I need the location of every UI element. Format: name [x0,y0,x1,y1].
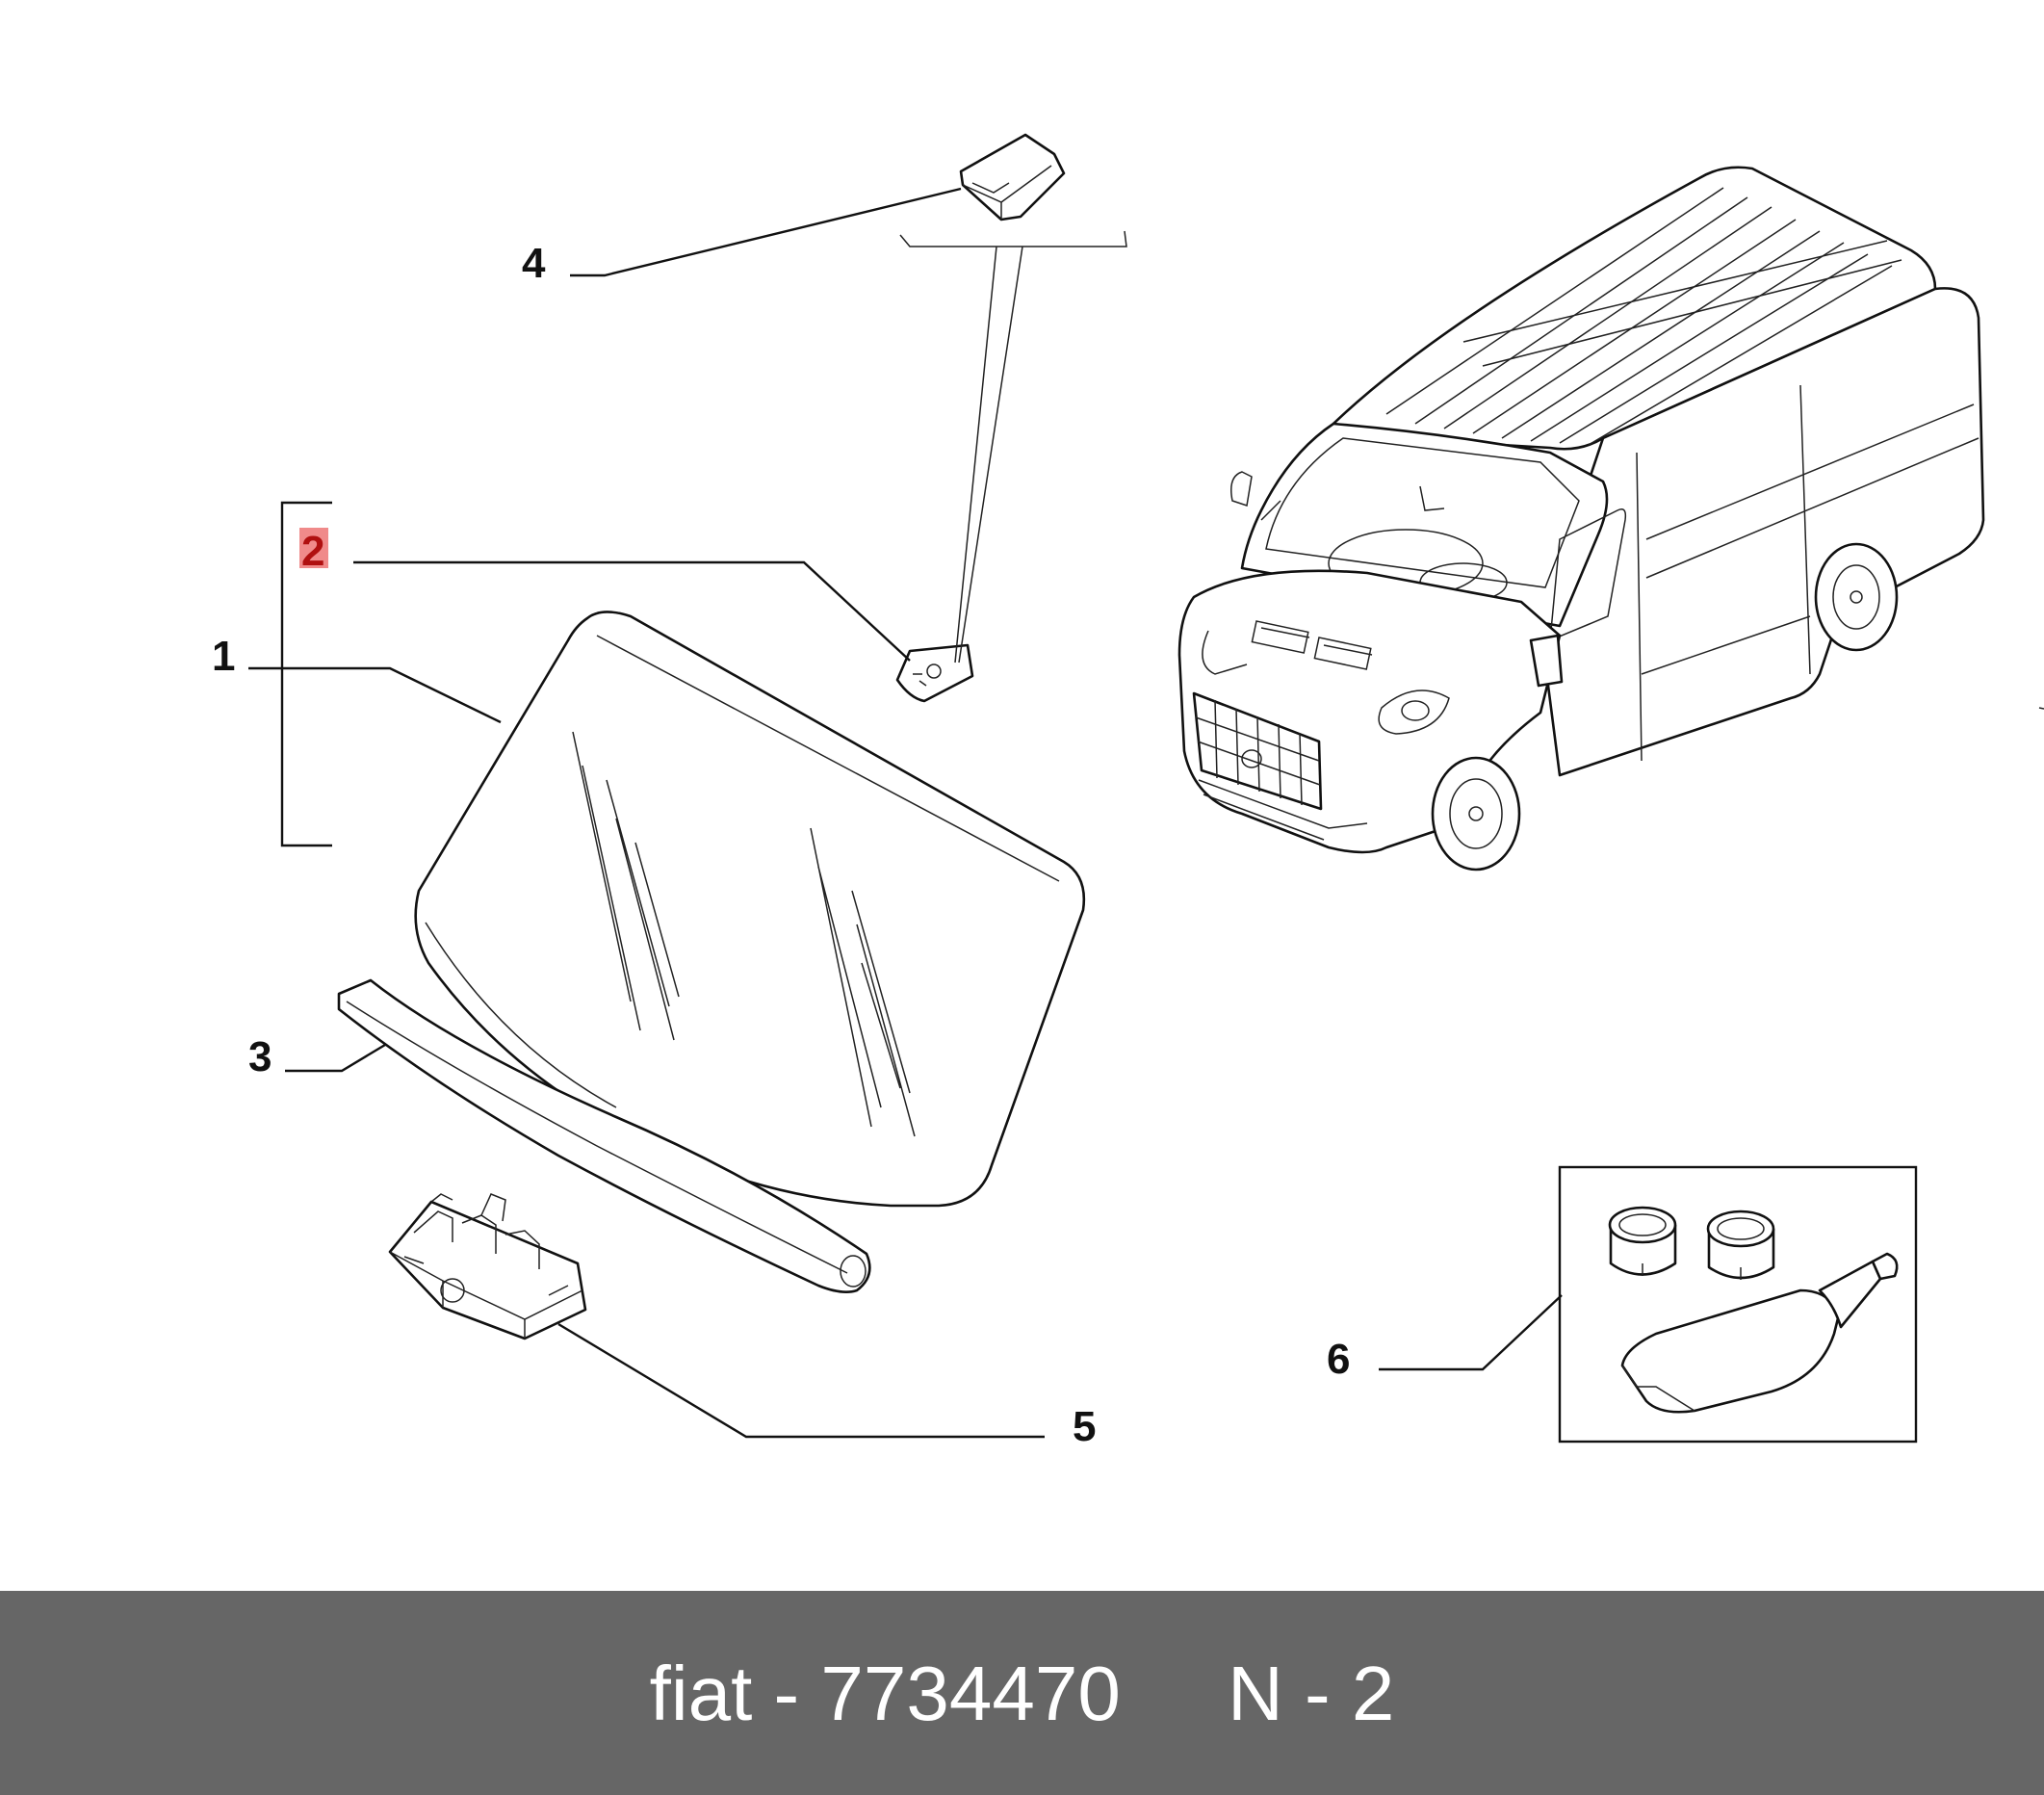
callout-labels: 4 2 1 3 5 6 [212,240,1350,1450]
part-number: 7734470 [820,1651,1121,1736]
adhesive-kit-icon [1558,1165,1918,1444]
footer-bar: fiat - 7734470 N - 2 [0,1591,2044,1795]
callout-5: 5 [1073,1403,1096,1450]
fiat-ducato-van-icon [1177,166,2044,871]
brand-name: fiat [649,1651,753,1736]
callout-6: 6 [1327,1336,1350,1383]
rain-sensor-bracket-icon [388,1193,587,1340]
caption-separator: - [752,1651,821,1736]
leader-lines [248,187,1563,1439]
position-label: N - 2 [1228,1651,1395,1736]
mirror-mounting-plate-icon [895,643,974,703]
sensor-cover-icon [959,133,1066,221]
callout-2: 2 [301,528,324,575]
windscreen-seal-icon [337,978,871,1293]
callout-3: 3 [248,1033,272,1080]
footer-caption: fiat - 7734470 N - 2 [0,1651,2044,1737]
callout-1: 1 [212,633,235,680]
callout-4: 4 [522,240,546,287]
caption-gap [1121,1651,1228,1736]
callout-2-highlight [299,528,328,568]
